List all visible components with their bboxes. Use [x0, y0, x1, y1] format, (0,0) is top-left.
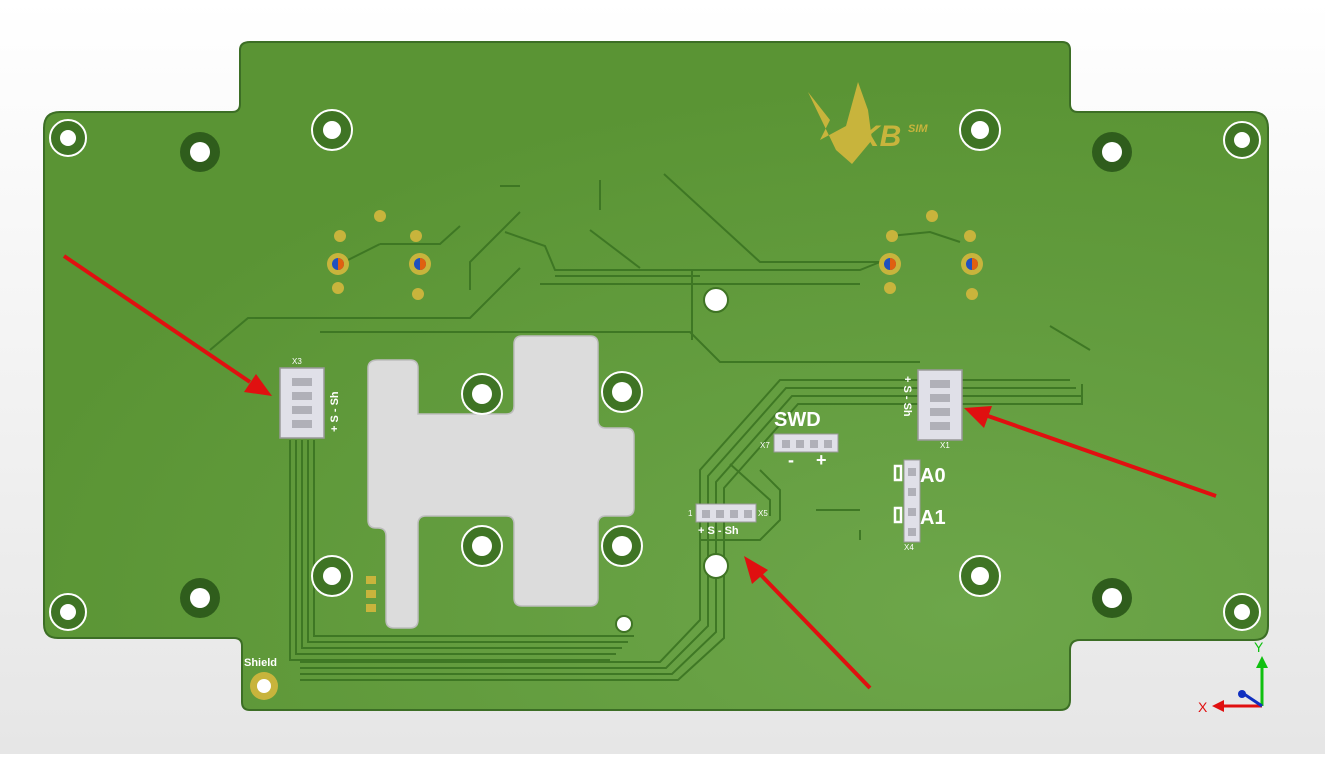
svg-text:SIM: SIM — [908, 123, 928, 135]
svg-text:Shield: Shield — [244, 657, 277, 669]
svg-text:X3: X3 — [292, 357, 302, 366]
annotation-arrows — [62, 254, 1217, 690]
arrow-to-x1 — [964, 406, 1217, 498]
svg-text:+ S - Sh: + S - Sh — [698, 525, 739, 537]
mounting-holes — [49, 109, 1261, 631]
svg-text:A1: A1 — [920, 507, 946, 529]
svg-text:-: - — [788, 450, 794, 470]
svg-text:A0: A0 — [920, 465, 946, 487]
plated-holes — [180, 132, 1132, 633]
copper-traces — [209, 173, 1091, 681]
svg-text:X7: X7 — [760, 441, 770, 450]
svg-text:+ S - Sh: + S - Sh — [901, 376, 913, 417]
arrow-to-x3 — [62, 254, 272, 396]
board-cutout — [367, 335, 635, 629]
axis-y-label: Y — [1254, 639, 1264, 655]
svg-text:1: 1 — [688, 509, 693, 518]
svg-text:X4: X4 — [904, 543, 914, 552]
smd-components — [327, 210, 983, 612]
axis-triad: Y X — [1198, 639, 1268, 715]
svg-text:X1: X1 — [940, 441, 950, 450]
connector-x4: A0 A1 X4 — [893, 459, 946, 552]
pcb-board — [43, 41, 1269, 711]
svg-text:SWD: SWD — [774, 409, 821, 431]
kbsim-logo: KB SIM — [808, 82, 928, 164]
connector-x1: X1 + S - Sh — [901, 369, 963, 450]
arrow-to-x5 — [744, 556, 872, 690]
connector-x5: 1 X5 + S - Sh — [688, 503, 768, 537]
axis-x-label: X — [1198, 699, 1208, 715]
svg-text:+ S - Sh: + S - Sh — [329, 391, 341, 432]
connector-x3: X3 + S - Sh — [279, 357, 341, 439]
svg-text:+: + — [816, 450, 827, 470]
svg-text:KB: KB — [858, 120, 901, 153]
svg-text:X5: X5 — [758, 509, 768, 518]
connector-x7-swd: SWD X7 - + — [760, 409, 839, 470]
shield-pad: Shield — [244, 657, 278, 700]
